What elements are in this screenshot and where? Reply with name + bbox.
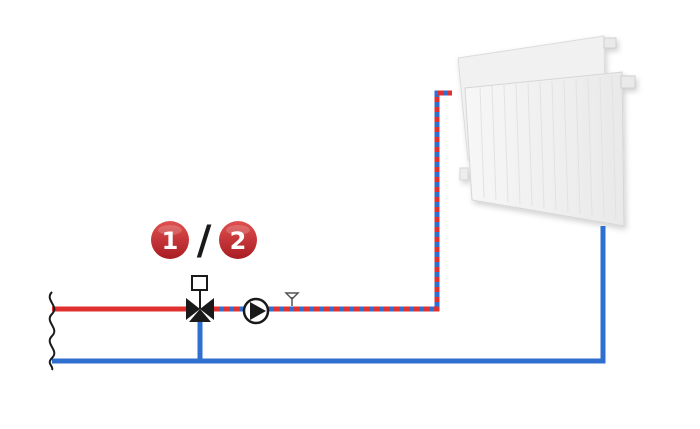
circulation-pump-icon [242, 297, 270, 325]
three-way-mixing-valve-icon [186, 290, 214, 322]
badge-separator: / [197, 218, 212, 264]
radiator-fins [479, 75, 617, 221]
badge-1: 1 [151, 221, 189, 259]
radiator-cap-left [459, 167, 469, 181]
radiator-cap-top [603, 37, 617, 49]
radiator-cap-mid [620, 75, 636, 89]
mixed-pipe-stripes [214, 90, 452, 312]
return-pipe [52, 226, 606, 364]
pipe-break-icon [48, 291, 56, 371]
badge-1-label: 1 [162, 227, 179, 255]
radiator-icon [457, 35, 636, 227]
air-vent-icon [284, 292, 300, 306]
badge-2: 2 [219, 221, 257, 259]
badge-2-label: 2 [230, 227, 247, 255]
valve-actuator-icon [191, 275, 208, 291]
mixed-pipe-base [214, 90, 452, 312]
